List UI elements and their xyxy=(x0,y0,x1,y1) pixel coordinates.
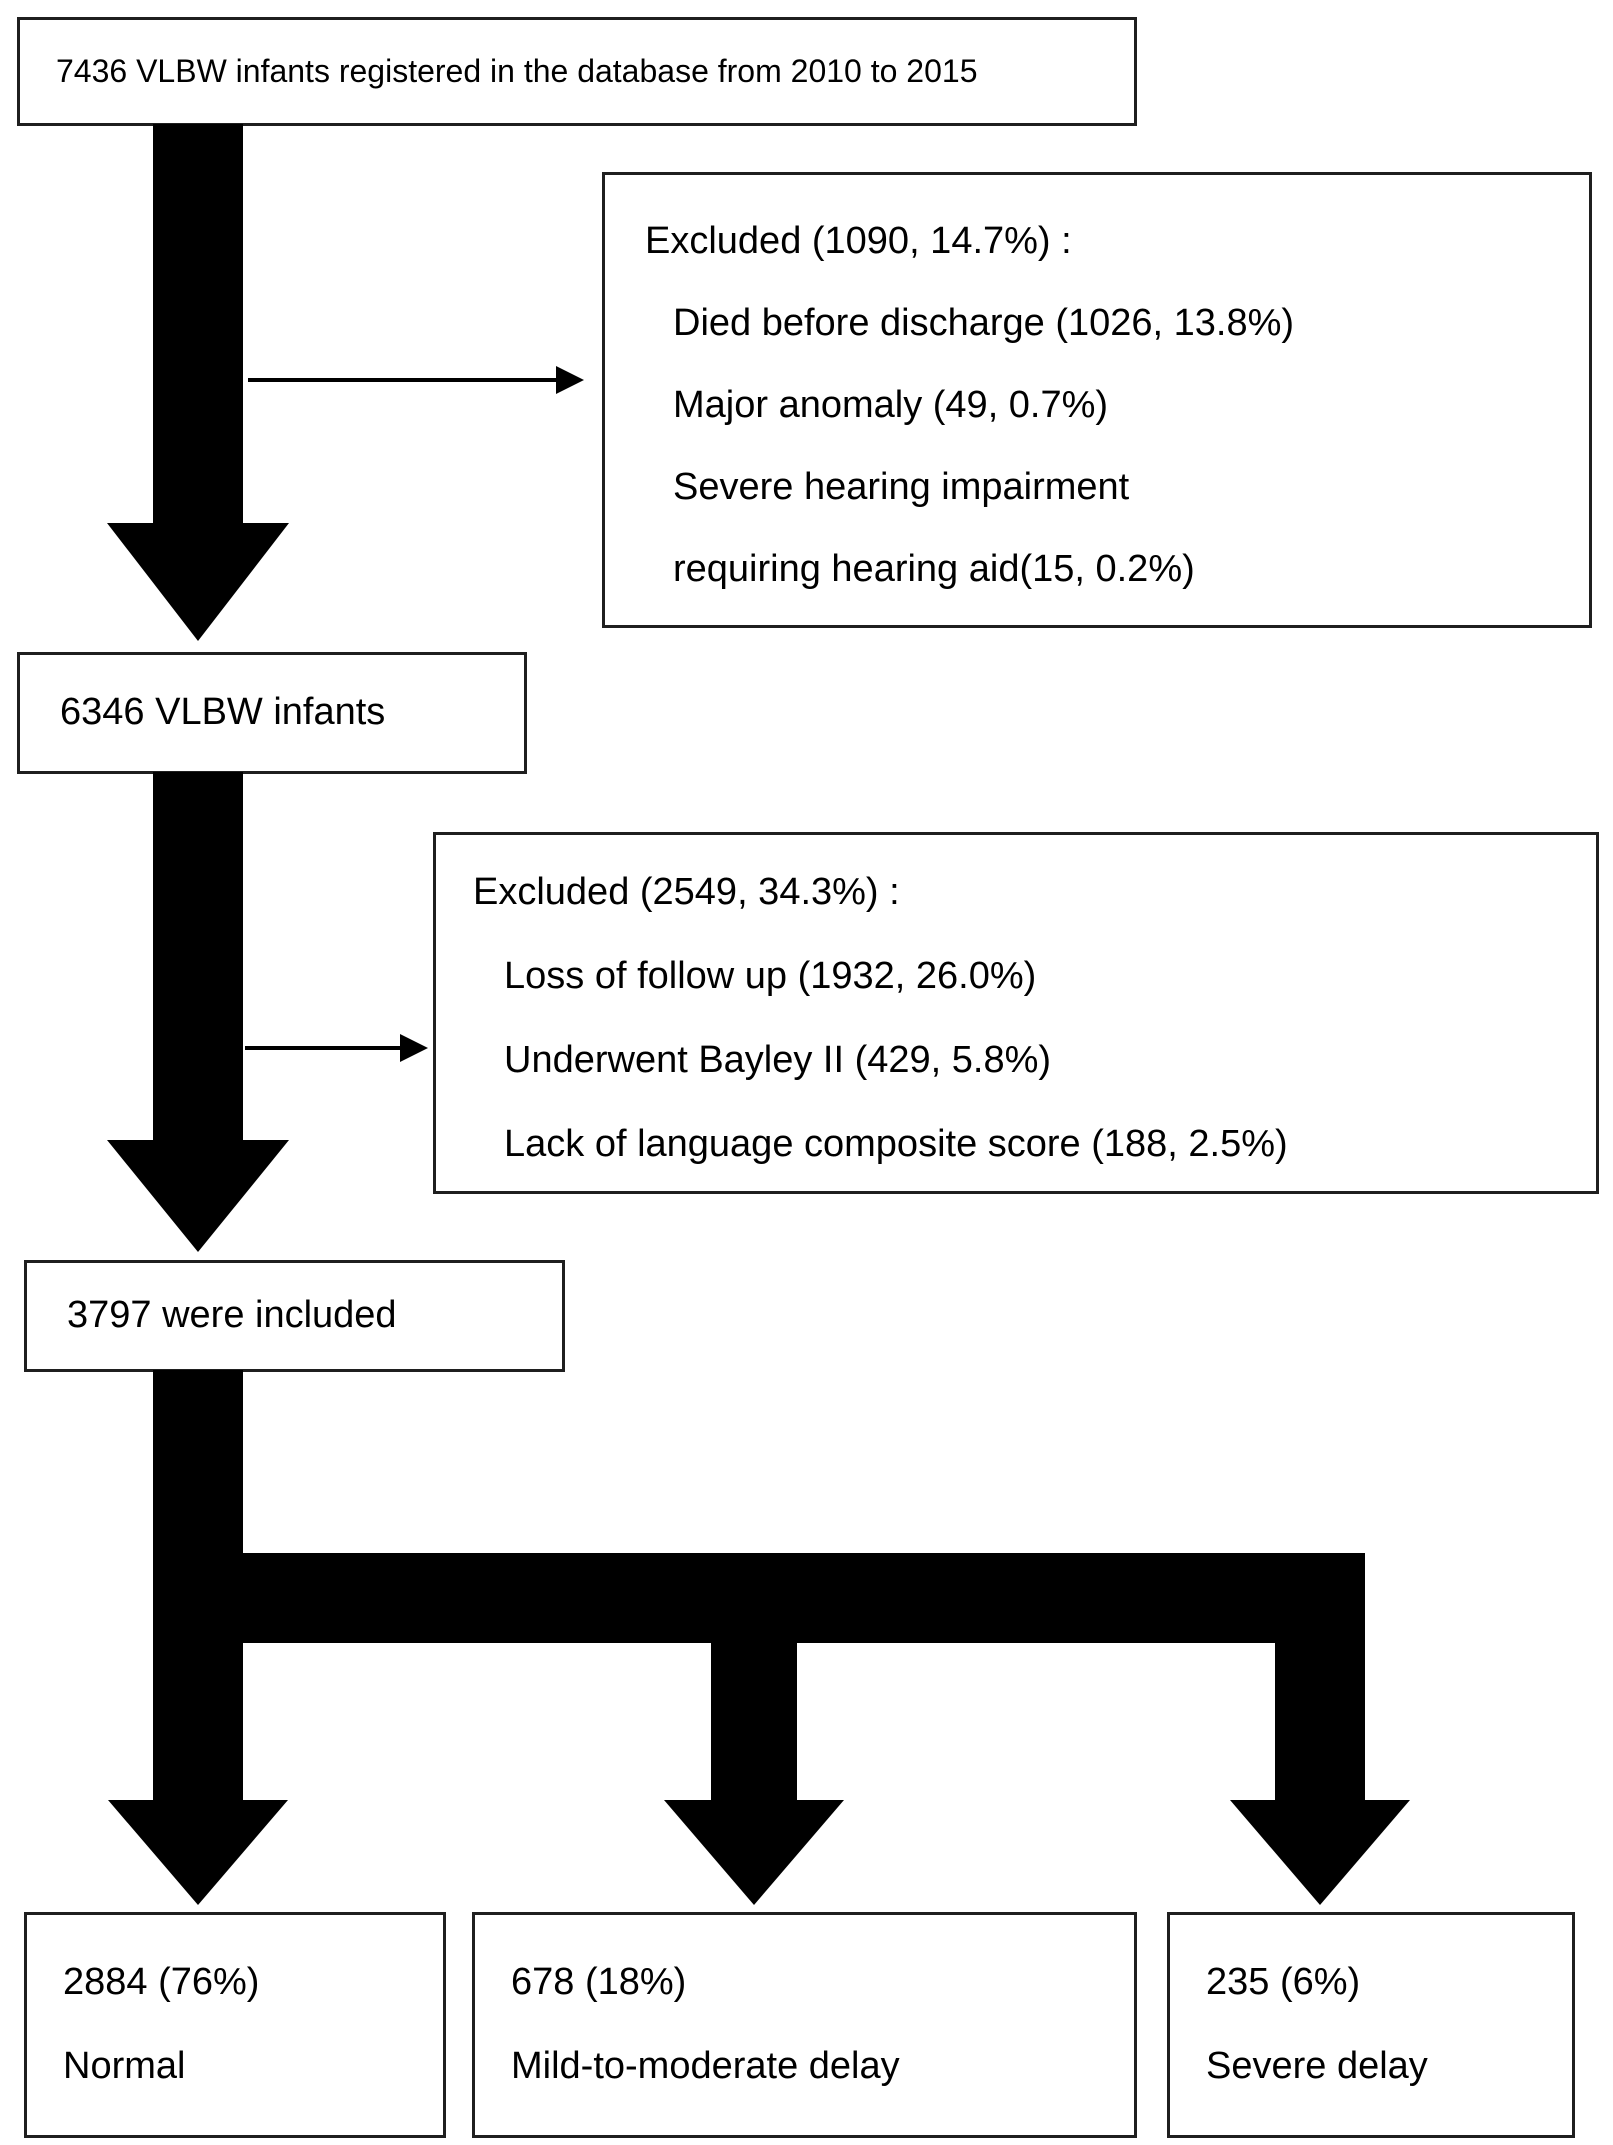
branch-arrow-middle-stem xyxy=(711,1643,797,1800)
outcome-label: Normal xyxy=(63,2045,186,2088)
outcome-label: Mild-to-moderate delay xyxy=(511,2045,900,2088)
down-arrow-1-stem xyxy=(153,124,243,523)
exclusion-1-title: Excluded (1090, 14.7%) : xyxy=(645,220,1072,263)
exclusion-1-item: Severe hearing impairment xyxy=(673,466,1130,509)
branch-arrowhead-left xyxy=(108,1800,288,1905)
exclusion-2-item: Underwent Bayley II (429, 5.8%) xyxy=(504,1039,1052,1082)
exclusion-connector-2-line xyxy=(245,1046,400,1050)
exclusion-box-2: Excluded (2549, 34.3%) : Loss of follow … xyxy=(433,832,1599,1194)
exclusion-1-item: Major anomaly (49, 0.7%) xyxy=(673,384,1109,427)
outcome-label: Severe delay xyxy=(1206,2045,1428,2088)
exclusion-2-item: Lack of language composite score (188, 2… xyxy=(504,1123,1288,1166)
outcome-box-mild-moderate: 678 (18%) Mild-to-moderate delay xyxy=(472,1912,1137,2138)
node-registered-box: 7436 VLBW infants registered in the data… xyxy=(17,17,1137,126)
outcome-box-normal: 2884 (76%) Normal xyxy=(24,1912,446,2138)
branch-arrowhead-right xyxy=(1230,1800,1410,1905)
exclusion-2-item: Loss of follow up (1932, 26.0%) xyxy=(504,955,1037,998)
branch-arrow-right-stem xyxy=(1275,1553,1365,1800)
node-included-box: 3797 were included xyxy=(24,1260,565,1372)
down-arrow-1-head xyxy=(107,523,289,641)
outcome-count: 235 (6%) xyxy=(1206,1961,1361,2004)
branch-arrow-crossbar xyxy=(153,1553,1365,1643)
node-included-text: 3797 were included xyxy=(67,1294,397,1337)
exclusion-1-item: requiring hearing aid(15, 0.2%) xyxy=(673,548,1195,591)
node-vlbw-box: 6346 VLBW infants xyxy=(17,652,527,774)
exclusion-2-title: Excluded (2549, 34.3%) : xyxy=(473,871,900,914)
outcome-count: 2884 (76%) xyxy=(63,1961,260,2004)
exclusion-box-1: Excluded (1090, 14.7%) : Died before dis… xyxy=(602,172,1592,628)
node-registered-text: 7436 VLBW infants registered in the data… xyxy=(56,53,978,90)
node-vlbw-text: 6346 VLBW infants xyxy=(60,691,386,734)
exclusion-connector-2-arrowhead xyxy=(400,1034,428,1062)
exclusion-connector-1-arrowhead xyxy=(556,366,584,394)
branch-arrowhead-middle xyxy=(664,1800,844,1905)
outcome-count: 678 (18%) xyxy=(511,1961,687,2004)
down-arrow-2-head xyxy=(107,1140,289,1252)
exclusion-1-item: Died before discharge (1026, 13.8%) xyxy=(673,302,1295,345)
outcome-box-severe: 235 (6%) Severe delay xyxy=(1167,1912,1575,2138)
exclusion-connector-1-line xyxy=(248,378,558,382)
down-arrow-2-stem xyxy=(153,772,243,1140)
